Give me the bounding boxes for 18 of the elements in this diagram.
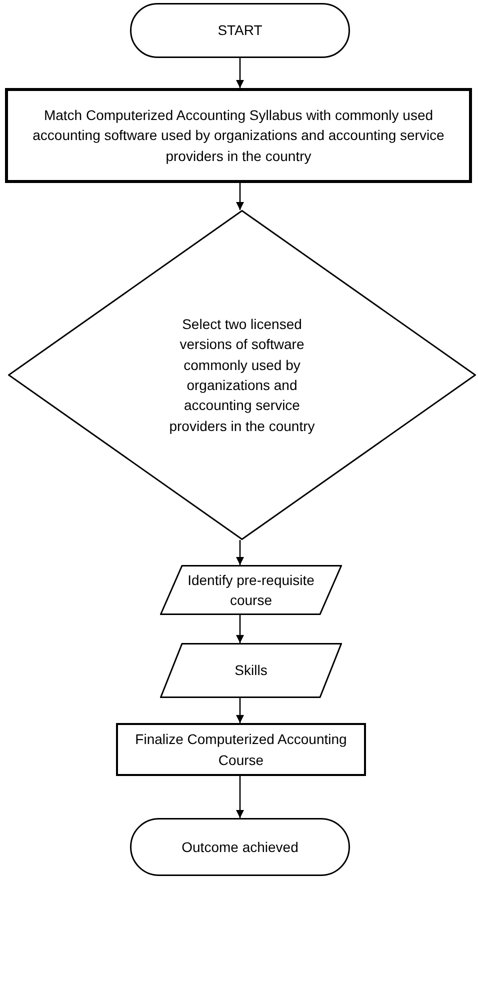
arrow bbox=[236, 58, 244, 88]
process-box bbox=[5, 88, 472, 183]
process-box bbox=[116, 723, 366, 776]
node-text: Finalize Computerized Accounting Course bbox=[134, 730, 348, 770]
input-output-parallelogram bbox=[160, 565, 342, 615]
node-text: Outcome achieved bbox=[182, 838, 298, 857]
arrow bbox=[236, 615, 244, 643]
node-text: Match Computerized Accounting Syllabus with commonly used accounting software used by organizations and accounting service providers in the country bbox=[32, 106, 446, 166]
arrow bbox=[236, 698, 244, 723]
node-text: START bbox=[218, 21, 262, 40]
arrow bbox=[236, 540, 244, 565]
node-text: Skills bbox=[234, 661, 268, 680]
arrow bbox=[236, 776, 244, 818]
node-text: Identify pre-requisite course bbox=[186, 570, 316, 610]
input-output-parallelogram bbox=[160, 643, 342, 698]
node-text: Select two licensed versions of software commonly used by organizations and accounting service providers in the country bbox=[168, 315, 316, 436]
arrow bbox=[236, 183, 244, 210]
decision-diamond bbox=[8, 210, 476, 540]
